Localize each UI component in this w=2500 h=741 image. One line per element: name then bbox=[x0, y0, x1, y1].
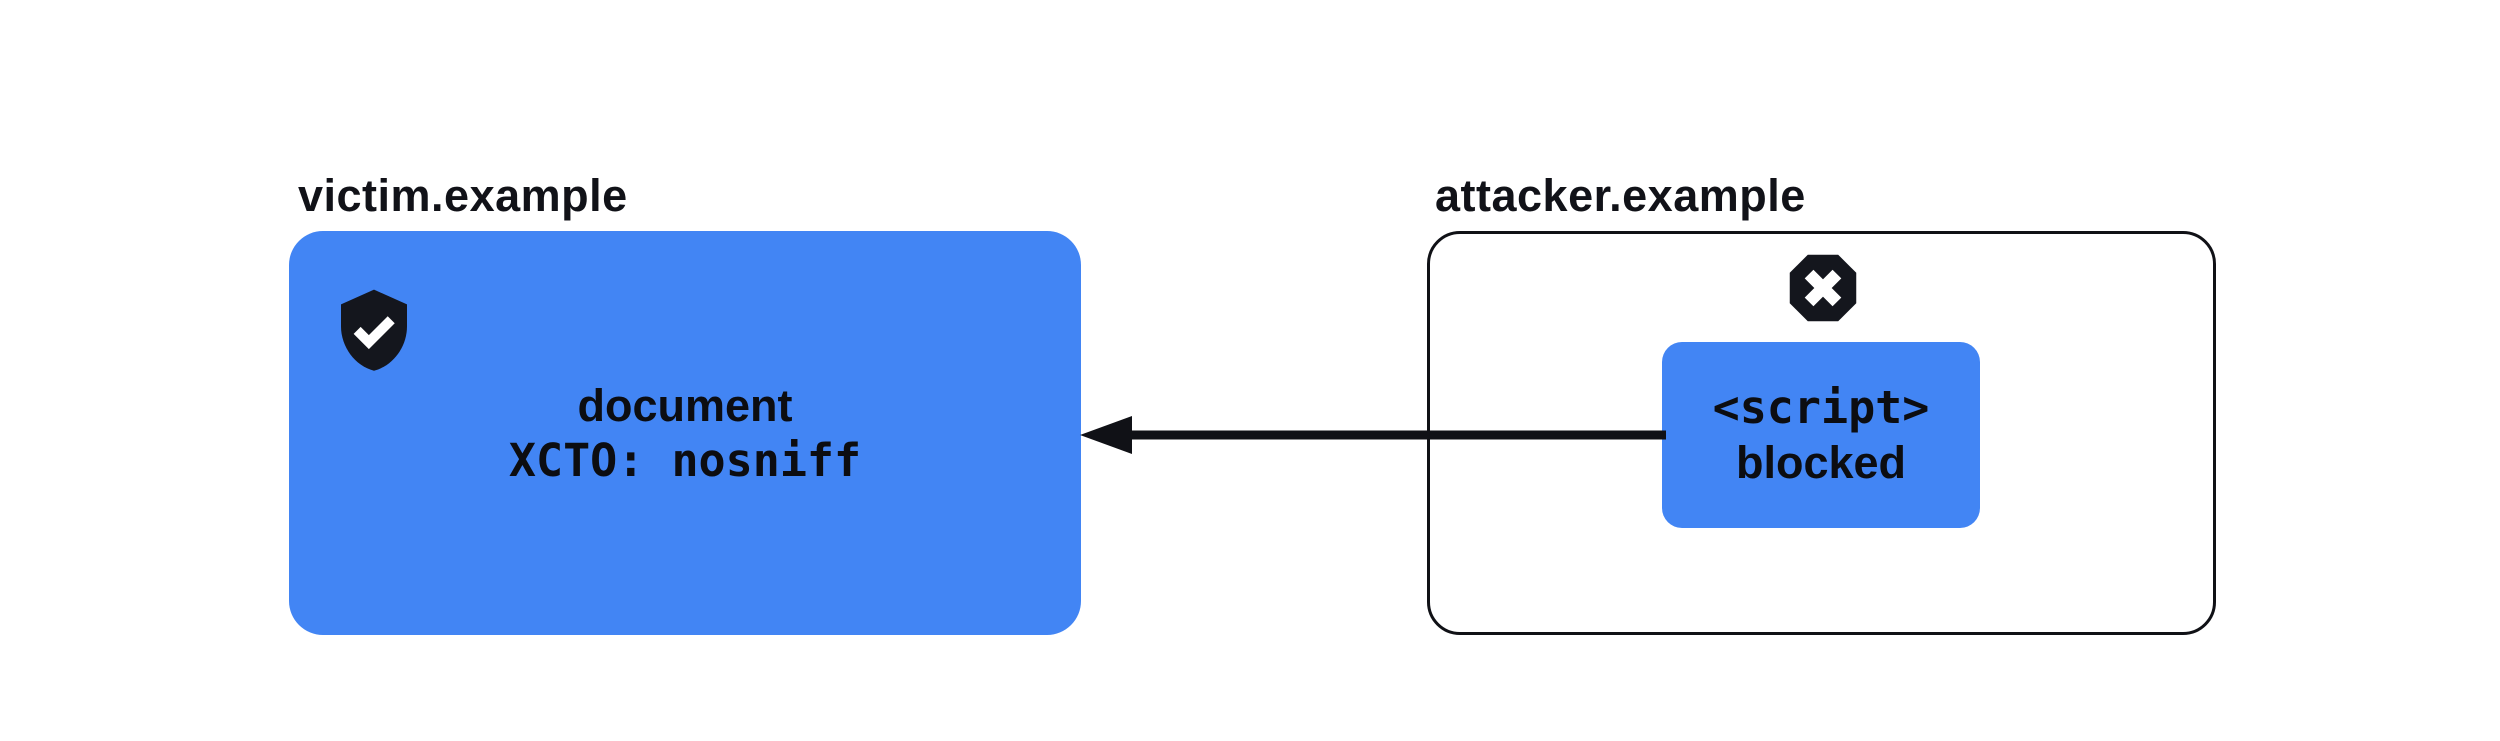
script-box-text: <script> blocked bbox=[1713, 380, 1930, 490]
blocked-script-box: <script> blocked bbox=[1662, 342, 1980, 528]
attacker-domain-label: attacker.example bbox=[1435, 170, 1806, 221]
attacker-frame-box: <script> blocked bbox=[1427, 231, 2216, 635]
script-box-line-script-tag: <script> bbox=[1712, 381, 1930, 434]
script-box-line-blocked: blocked bbox=[1735, 437, 1907, 488]
arrow-left-icon bbox=[1080, 416, 1666, 454]
victim-box-line-document: document bbox=[577, 380, 793, 431]
victim-box-text: document XCTO: nosniff bbox=[509, 378, 861, 488]
victim-document-box: document XCTO: nosniff bbox=[289, 231, 1081, 635]
shield-check-icon bbox=[341, 289, 407, 371]
victim-box-line-xcto-nosniff: XCTO: nosniff bbox=[508, 434, 862, 487]
blocked-x-icon bbox=[1789, 254, 1857, 322]
victim-domain-label: victim.example bbox=[298, 170, 628, 221]
